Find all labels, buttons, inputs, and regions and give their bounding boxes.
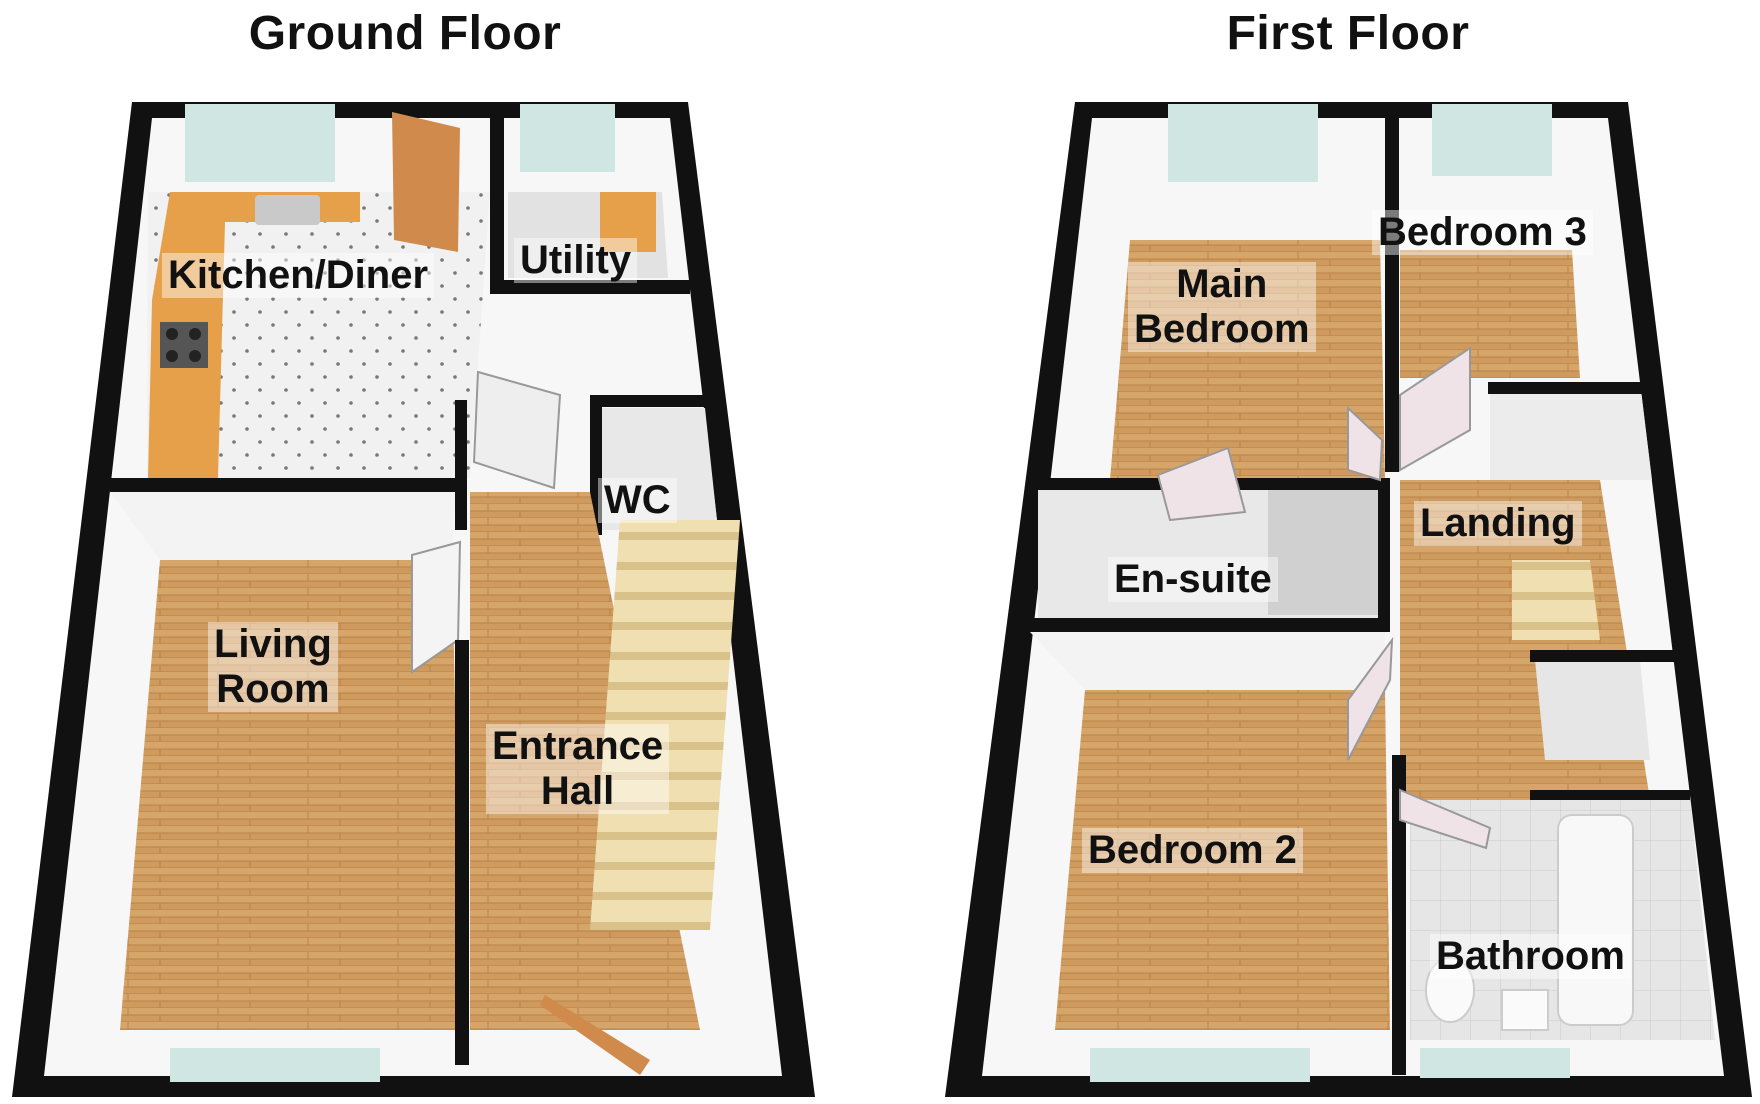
kitchen-floor bbox=[147, 192, 490, 478]
room-label-entrance-hall: Entrance Hall bbox=[486, 724, 670, 814]
kitchen-door bbox=[472, 370, 562, 490]
basin-icon bbox=[1501, 989, 1549, 1031]
kitchen-window bbox=[185, 104, 335, 182]
bedroom3-door bbox=[1399, 346, 1471, 472]
ground-floor-title: Ground Floor bbox=[248, 7, 562, 60]
room-label-kitchen: Kitchen/Diner bbox=[162, 253, 435, 298]
living-window bbox=[170, 1048, 380, 1082]
ground-floor-plan bbox=[12, 102, 815, 1097]
room-label-ensuite: En-suite bbox=[1108, 557, 1278, 602]
toilet-icon bbox=[1425, 957, 1475, 1023]
ensuite-door bbox=[1156, 446, 1247, 522]
room-label-bedroom-3: Bedroom 3 bbox=[1372, 210, 1593, 255]
back-door bbox=[392, 112, 460, 252]
main-bedroom-door bbox=[1347, 405, 1384, 482]
shower-icon bbox=[1268, 490, 1378, 615]
room-label-main-bedroom: Main Bedroom bbox=[1128, 262, 1316, 352]
bath-icon bbox=[1557, 814, 1634, 1026]
bathroom-door bbox=[1399, 788, 1492, 850]
living-room-floor bbox=[120, 560, 462, 1030]
utility-window bbox=[520, 104, 615, 172]
bedroom2-window bbox=[1090, 1048, 1310, 1082]
bathroom-window bbox=[1420, 1048, 1570, 1078]
room-label-bedroom-2: Bedroom 2 bbox=[1082, 828, 1303, 873]
bedroom2-floor bbox=[1055, 690, 1390, 1030]
room-label-bathroom: Bathroom bbox=[1430, 934, 1631, 979]
bedroom3-floor bbox=[1400, 250, 1580, 378]
first-floor-plan bbox=[945, 102, 1752, 1097]
bedroom2-door bbox=[1347, 636, 1394, 761]
staircase bbox=[590, 520, 740, 930]
bedroom3-window bbox=[1432, 104, 1552, 176]
sink-icon bbox=[255, 195, 320, 225]
first-floor-title: First Floor bbox=[1226, 7, 1470, 60]
hob-icon bbox=[160, 322, 208, 368]
first-floor-stairs bbox=[1512, 560, 1600, 640]
wc-room bbox=[595, 408, 718, 530]
main-bedroom-floor bbox=[1110, 240, 1385, 480]
kitchen-worktop bbox=[148, 192, 360, 478]
room-label-wc: WC bbox=[598, 478, 677, 523]
room-label-landing: Landing bbox=[1414, 501, 1582, 546]
room-label-utility: Utility bbox=[514, 238, 638, 283]
main-bedroom-window bbox=[1168, 104, 1318, 182]
room-label-living-room: Living Room bbox=[208, 622, 338, 712]
front-door bbox=[540, 995, 650, 1075]
